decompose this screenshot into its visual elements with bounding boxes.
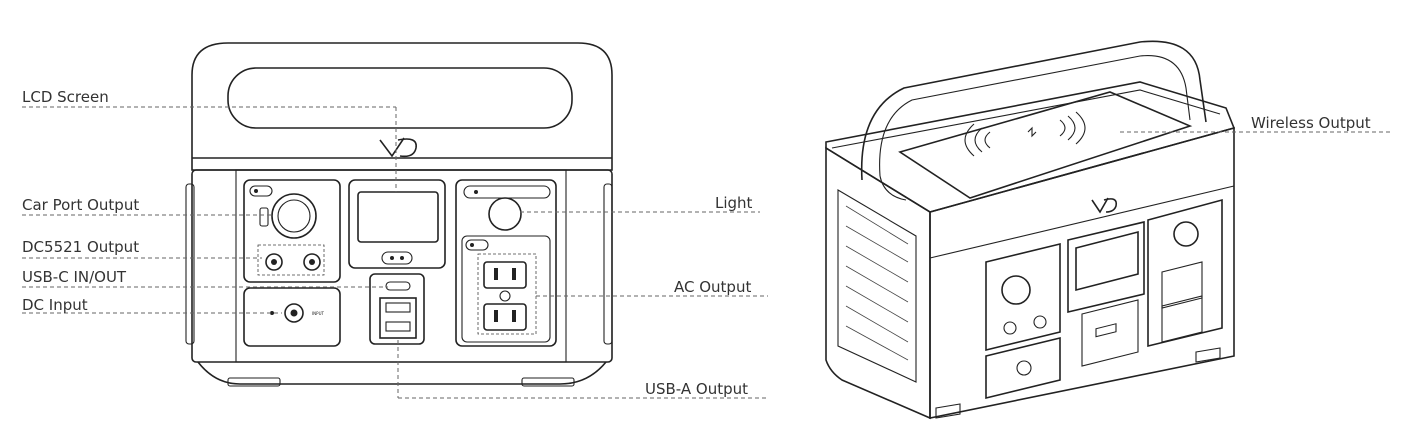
vp-logo-icon-3d (1091, 197, 1118, 214)
light-icon (488, 197, 522, 231)
dc5521-port-icon (265, 253, 321, 271)
label-dc5521-output: DC5521 Output (22, 238, 139, 256)
leader-lines (22, 106, 1392, 399)
label-usb-a-output: USB-A Output (645, 380, 748, 398)
usb-c-port-icon (385, 281, 411, 291)
svg-text:INPUT: INPUT (312, 311, 325, 316)
car-port-icon (259, 193, 317, 239)
label-usb-c-in-out: USB-C IN/OUT (22, 268, 127, 286)
vp-logo-icon (379, 137, 417, 158)
usb-a-port-icon (385, 302, 411, 313)
dc-input-port-icon (284, 303, 304, 323)
perspective-view-device (825, 40, 1236, 420)
lcd-screen-icon (357, 191, 439, 243)
label-wireless-output: Wireless Output (1251, 114, 1371, 132)
label-dc-input: DC Input (22, 296, 88, 314)
side-vents-icon (837, 189, 917, 383)
label-car-port-output: Car Port Output (22, 196, 139, 214)
label-light: Light (715, 194, 753, 212)
label-lcd-screen: LCD Screen (22, 88, 109, 106)
front-view-device: INPUT (185, 42, 613, 387)
wireless-pad-icon (898, 91, 1193, 199)
ac-outlet-icon (483, 261, 527, 331)
label-ac-output: AC Output (674, 278, 751, 296)
